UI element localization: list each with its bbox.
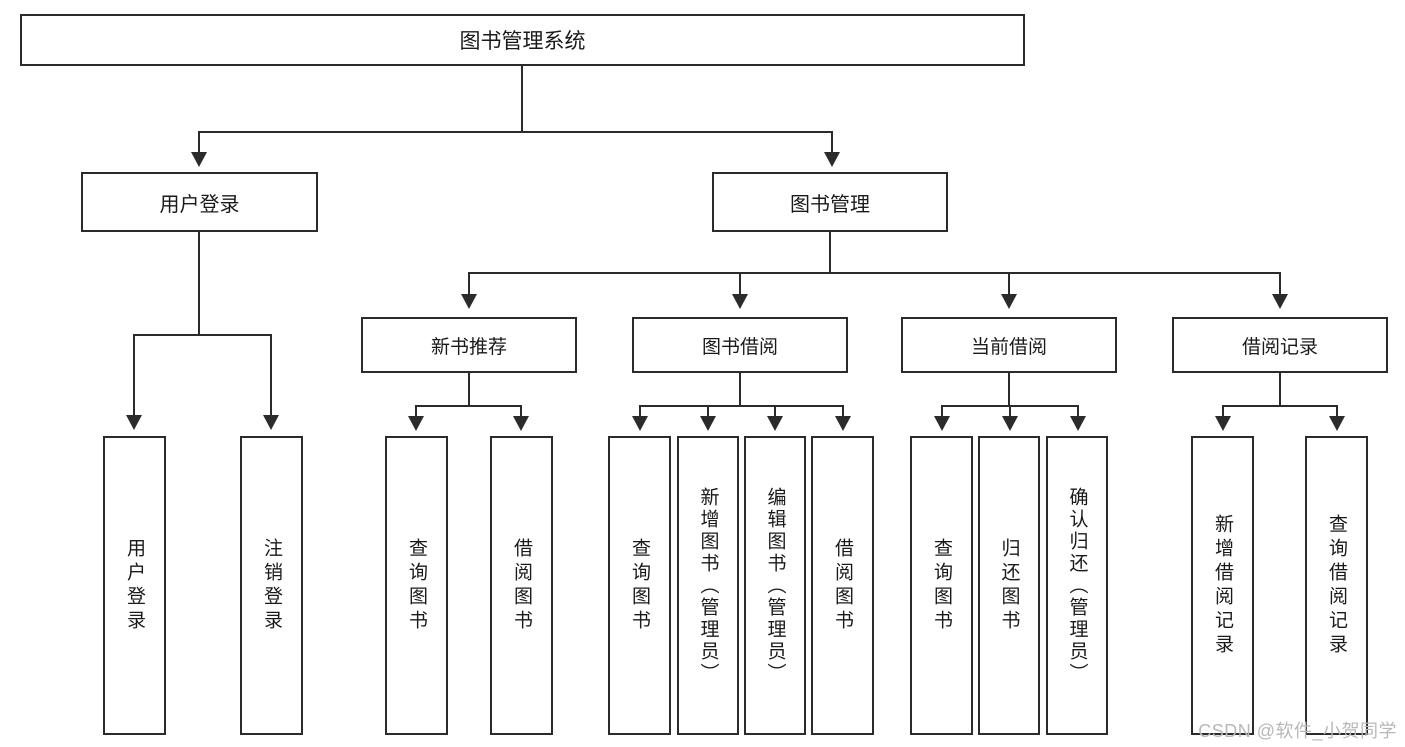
connector-current-borrow-stem xyxy=(1008,373,1010,406)
node-label: 新增借阅记录 xyxy=(1212,513,1233,658)
arrow-new-book-leaf-2 xyxy=(513,416,529,431)
connector-new-book-bus xyxy=(415,405,521,407)
arrow-level2-2 xyxy=(824,152,840,167)
leaf-query-book-current[interactable]: 查询图书 xyxy=(910,436,973,735)
connector-user-login-bus xyxy=(133,334,272,336)
connector-user-login-drop-1 xyxy=(133,334,135,416)
arrow-book-borrow-leaf-2 xyxy=(700,416,716,431)
node-label: 归还图书 xyxy=(998,537,1020,634)
arrow-level3-1 xyxy=(461,294,477,309)
arrow-current-borrow-leaf-3 xyxy=(1070,416,1086,431)
connector-level3-drop-1 xyxy=(468,272,470,295)
connector-current-borrow-drop-2 xyxy=(1009,405,1011,417)
leaf-user-login[interactable]: 用户登录 xyxy=(103,436,166,735)
connector-new-book-drop-2 xyxy=(520,405,522,417)
arrow-level3-2 xyxy=(732,294,748,309)
connector-level3-drop-4 xyxy=(1279,272,1281,295)
node-label: 当前借阅 xyxy=(970,336,1047,358)
node-label: 图书管理系统 xyxy=(459,30,586,53)
leaf-logout[interactable]: 注销登录 xyxy=(240,436,303,735)
leaf-confirm-return-admin[interactable]: 确认归还（管理员） xyxy=(1046,436,1108,735)
connector-new-book-drop-1 xyxy=(415,405,417,417)
node-label: 借阅图书 xyxy=(832,537,853,634)
connector-root-stem xyxy=(521,66,523,132)
leaf-return-book[interactable]: 归还图书 xyxy=(978,436,1040,735)
node-label: 注销登录 xyxy=(261,537,282,634)
node-label: 新书推荐 xyxy=(430,336,507,358)
node-root-book-management-system[interactable]: 图书管理系统 xyxy=(20,14,1025,66)
arrow-level3-4 xyxy=(1272,294,1288,309)
arrow-current-borrow-leaf-2 xyxy=(1002,416,1018,431)
arrow-book-borrow-leaf-4 xyxy=(835,416,851,431)
node-book-borrow[interactable]: 图书借阅 xyxy=(632,317,848,373)
connector-user-login-stem xyxy=(198,232,200,335)
connector-user-login-drop-2 xyxy=(270,334,272,416)
node-label: 借阅图书 xyxy=(511,537,532,634)
connector-book-borrow-drop-2 xyxy=(707,405,709,417)
node-label: 确认归还（管理员） xyxy=(1066,486,1088,685)
connector-book-borrow-drop-3 xyxy=(774,405,776,417)
connector-current-borrow-drop-1 xyxy=(941,405,943,417)
arrow-user-login-leaf-1 xyxy=(126,415,142,430)
node-label: 图书管理 xyxy=(790,193,870,216)
arrow-level2-1 xyxy=(191,152,207,167)
connector-borrow-record-bus xyxy=(1222,405,1337,407)
node-label: 查询图书 xyxy=(629,537,650,634)
connector-book-borrow-bus xyxy=(639,405,844,407)
leaf-edit-book-admin[interactable]: 编辑图书（管理员） xyxy=(744,436,806,735)
connector-level3-bus xyxy=(468,272,1280,274)
connector-level3-drop-2 xyxy=(739,272,741,295)
node-user-login[interactable]: 用户登录 xyxy=(81,172,318,232)
node-new-book-recommend[interactable]: 新书推荐 xyxy=(361,317,577,373)
arrow-new-book-leaf-1 xyxy=(408,416,424,431)
arrow-borrow-record-leaf-1 xyxy=(1215,416,1231,431)
connector-borrow-record-drop-1 xyxy=(1222,405,1224,417)
connector-book-borrow-drop-1 xyxy=(639,405,641,417)
node-label: 用户登录 xyxy=(124,537,145,634)
node-label: 新增图书（管理员） xyxy=(697,486,719,685)
connector-book-borrow-drop-4 xyxy=(842,405,844,417)
node-label: 查询借阅记录 xyxy=(1326,513,1347,658)
connector-new-book-stem xyxy=(468,373,470,406)
leaf-add-book-admin[interactable]: 新增图书（管理员） xyxy=(677,436,739,735)
node-label: 查询图书 xyxy=(406,537,427,634)
arrow-level3-3 xyxy=(1001,294,1017,309)
node-label: 查询图书 xyxy=(931,537,952,634)
node-label: 图书借阅 xyxy=(701,336,778,358)
leaf-add-borrow-record[interactable]: 新增借阅记录 xyxy=(1191,436,1254,735)
leaf-query-book-borrow[interactable]: 查询图书 xyxy=(608,436,671,735)
connector-borrow-record-drop-2 xyxy=(1336,405,1338,417)
node-borrow-record[interactable]: 借阅记录 xyxy=(1172,317,1388,373)
arrow-current-borrow-leaf-1 xyxy=(934,416,950,431)
leaf-borrow-book-recommend[interactable]: 借阅图书 xyxy=(490,436,553,735)
node-label: 编辑图书（管理员） xyxy=(764,486,786,685)
node-label: 用户登录 xyxy=(159,193,240,216)
leaf-query-borrow-record[interactable]: 查询借阅记录 xyxy=(1305,436,1368,735)
connector-level2-drop-2 xyxy=(831,131,833,153)
node-label: 借阅记录 xyxy=(1241,336,1318,358)
leaf-query-book-recommend[interactable]: 查询图书 xyxy=(385,436,448,735)
arrow-borrow-record-leaf-2 xyxy=(1329,416,1345,431)
connector-level2-bus xyxy=(198,131,833,133)
connector-book-management-stem xyxy=(829,232,831,273)
connector-level3-drop-3 xyxy=(1008,272,1010,295)
leaf-borrow-book[interactable]: 借阅图书 xyxy=(811,436,874,735)
arrow-book-borrow-leaf-1 xyxy=(632,416,648,431)
connector-current-borrow-drop-3 xyxy=(1077,405,1079,417)
connector-book-borrow-stem xyxy=(739,373,741,406)
connector-borrow-record-stem xyxy=(1279,373,1281,406)
arrow-book-borrow-leaf-3 xyxy=(767,416,783,431)
node-current-borrow[interactable]: 当前借阅 xyxy=(901,317,1117,373)
connector-level2-drop-1 xyxy=(198,131,200,153)
node-book-management[interactable]: 图书管理 xyxy=(712,172,948,232)
arrow-user-login-leaf-2 xyxy=(263,415,279,430)
